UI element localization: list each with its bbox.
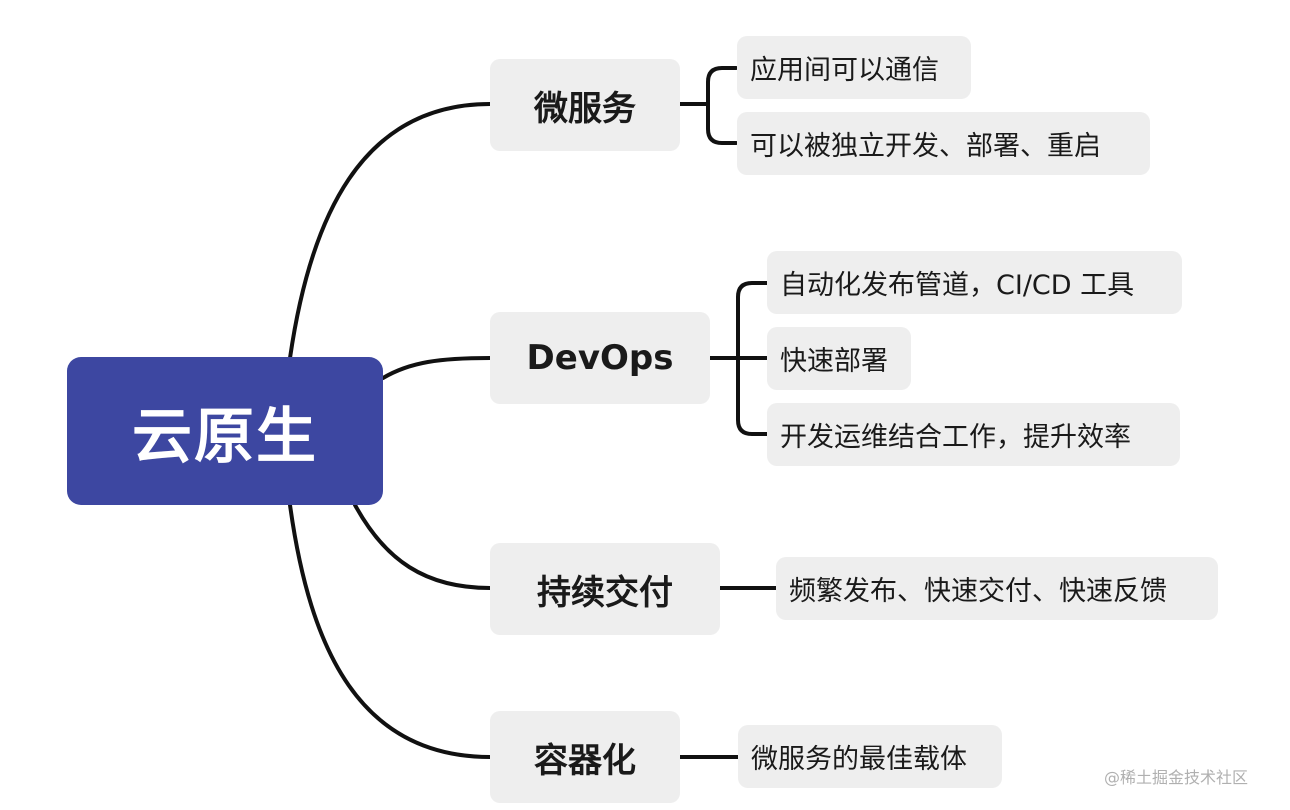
connector-root-delivery [353,503,492,590]
leaf-devops-2[interactable]: 快速部署 [767,327,911,390]
leaf-container-1[interactable]: 微服务的最佳载体 [738,725,1002,788]
root-node[interactable]: 云原生 [67,357,383,505]
watermark: @稀土掘金技术社区 [1104,768,1249,787]
leaf-devops-3[interactable]: 开发运维结合工作，提升效率 [767,403,1180,466]
connector-root-devops [381,356,492,380]
leaf-delivery-1[interactable]: 频繁发布、快速交付、快速反馈 [776,557,1218,620]
topic-devops[interactable]: DevOps [490,312,710,404]
topic-microservice[interactable]: 微服务 [490,59,680,151]
topic-continuous-delivery[interactable]: 持续交付 [490,543,720,635]
topic-containerization[interactable]: 容器化 [490,711,680,803]
leaf-devops-1[interactable]: 自动化发布管道，CI/CD 工具 [767,251,1182,314]
connector-root-container [288,503,492,759]
leaf-microservice-1[interactable]: 应用间可以通信 [737,36,971,99]
leaf-microservice-2[interactable]: 可以被独立开发、部署、重启 [737,112,1150,175]
bracket-devops [708,281,769,436]
connector-root-microservice [288,102,492,360]
bracket-microservice [678,66,738,145]
